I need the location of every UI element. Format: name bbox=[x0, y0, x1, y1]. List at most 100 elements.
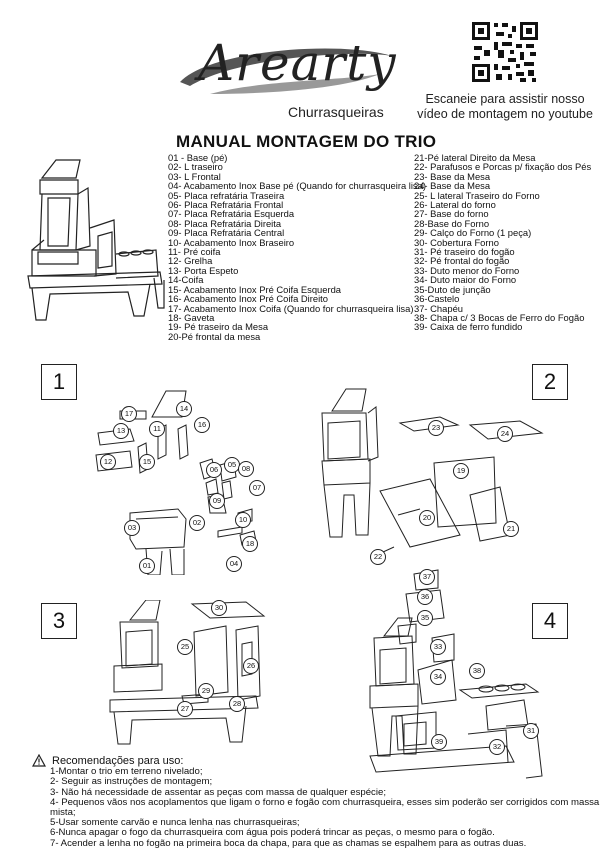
part-item: 21-Pé lateral Direito da Mesa bbox=[414, 152, 536, 163]
part-item: 32- Pé frontal do fogão bbox=[414, 255, 510, 267]
part-item: 30- Cobertura Forno bbox=[414, 236, 499, 248]
part-callout: 02 bbox=[189, 515, 205, 531]
qr-caption-line-2: vídeo de montagem no youtube bbox=[417, 107, 593, 121]
part-item: 02- L traseiro bbox=[168, 161, 223, 173]
part-callout: 25 bbox=[177, 639, 193, 655]
part-item: 23- Base da Mesa bbox=[414, 170, 491, 182]
part-item: 15- Acabamento Inox Pré Coifa Esquerda bbox=[168, 283, 342, 295]
part-callout: 10 bbox=[235, 512, 251, 528]
part-item: 16- Acabamento Inox Pré Coifa Direito bbox=[168, 293, 328, 305]
part-item: 39- Caixa de ferro fundido bbox=[414, 321, 523, 333]
step-3-box: 3 bbox=[41, 603, 77, 639]
part-item: 17- Acabamento Inox Coifa (Quando for ch… bbox=[168, 302, 414, 314]
part-item: 26- Lateral do forno bbox=[414, 199, 496, 211]
part-item: 20-Pé frontal da mesa bbox=[168, 330, 261, 342]
part-callout: 24 bbox=[497, 426, 513, 442]
part-callout: 30 bbox=[211, 600, 227, 616]
part-callout: 33 bbox=[430, 639, 446, 655]
part-callout: 20 bbox=[419, 510, 435, 526]
brand-name: Arearty bbox=[198, 34, 397, 92]
part-item: 28-Base do Forno bbox=[414, 217, 490, 229]
part-item: 11- Pré coifa bbox=[168, 246, 221, 258]
part-callout: 04 bbox=[226, 556, 242, 572]
brand-subtitle: Churrasqueiras bbox=[288, 104, 384, 120]
part-callout: 38 bbox=[469, 663, 485, 679]
part-callout: 03 bbox=[124, 520, 140, 536]
part-callout: 19 bbox=[453, 463, 469, 479]
part-callout: 34 bbox=[430, 669, 446, 685]
part-callout: 27 bbox=[177, 701, 193, 717]
part-item: 35-Duto de junção bbox=[414, 283, 491, 295]
part-item: 10- Acabamento Inox Braseiro bbox=[168, 236, 295, 248]
part-item: 04- Acabamento Inox Base pé (Quando for … bbox=[168, 180, 426, 192]
qr-caption: Escaneie para assistir nosso vídeo de mo… bbox=[417, 92, 593, 122]
qr-caption-line-1: Escaneie para assistir nosso bbox=[425, 92, 585, 106]
part-callout: 23 bbox=[428, 420, 444, 436]
part-item: 01 - Base (pé) bbox=[168, 152, 228, 163]
part-callout: 35 bbox=[417, 610, 433, 626]
recommendation-item: 3- Não há necessidade de assentar as peç… bbox=[50, 786, 386, 798]
step-2-box: 2 bbox=[532, 364, 568, 400]
part-item: 07- Placa Refratária Esquerda bbox=[168, 208, 295, 220]
part-item: 18- Gaveta bbox=[168, 311, 215, 323]
part-callout: 32 bbox=[489, 739, 505, 755]
part-callout: 17 bbox=[121, 406, 137, 422]
part-callout: 22 bbox=[370, 549, 386, 565]
brand-logo: Arearty Churrasqueiras bbox=[170, 20, 400, 120]
part-item: 12- Grelha bbox=[168, 255, 213, 267]
part-callout: 08 bbox=[238, 461, 254, 477]
recommendation-item: 7- Acender a lenha no fogão na primeira … bbox=[50, 837, 527, 849]
part-callout: 06 bbox=[206, 462, 222, 478]
step-2-drawing bbox=[321, 388, 544, 558]
part-item: 06- Placa Refratária Frontal bbox=[168, 199, 284, 211]
part-item: 05- Placa refratária Traseira bbox=[168, 189, 285, 201]
part-callout: 39 bbox=[431, 734, 447, 750]
part-callout: 13 bbox=[113, 423, 129, 439]
part-callout: 01 bbox=[139, 558, 155, 574]
part-item: 14-Coifa bbox=[168, 274, 204, 286]
part-item: 34- Duto maior do Forno bbox=[414, 274, 517, 286]
part-callout: 07 bbox=[249, 480, 265, 496]
part-callout: 15 bbox=[139, 454, 155, 470]
part-item: 37- Chapéu bbox=[414, 302, 463, 314]
part-callout: 11 bbox=[149, 421, 165, 437]
part-callout: 21 bbox=[503, 521, 519, 537]
step-3-drawing bbox=[109, 600, 266, 745]
warning-icon bbox=[32, 754, 46, 767]
part-item: 22- Parafusos e Porcas p/ fixação dos Pé… bbox=[414, 161, 592, 173]
part-item: 03- L Frontal bbox=[168, 170, 221, 182]
part-callout: 37 bbox=[419, 569, 435, 585]
part-item: 38- Chapa c/ 3 Bocas de Ferro do Fogão bbox=[414, 311, 585, 323]
assembled-trio-drawing bbox=[27, 159, 165, 321]
recommendations: Recomendações para uso: 1-Montar o trio … bbox=[32, 754, 600, 849]
part-callout: 14 bbox=[176, 401, 192, 417]
part-item: 25- L lateral Traseiro do Forno bbox=[414, 189, 540, 201]
qr-code[interactable] bbox=[470, 20, 540, 84]
recommendation-item: 2- Seguir as instruções de montagem; bbox=[50, 776, 213, 788]
part-item: 33- Duto menor do Forno bbox=[414, 264, 520, 276]
part-item: 31- Pé traseiro do fogão bbox=[414, 246, 515, 258]
part-callout: 18 bbox=[242, 536, 258, 552]
part-callout: 12 bbox=[100, 454, 116, 470]
recommendations-title: Recomendações para uso: bbox=[52, 755, 184, 767]
part-callout: 05 bbox=[224, 457, 240, 473]
part-callout: 29 bbox=[198, 683, 214, 699]
part-item: 13- Porta Espeto bbox=[168, 264, 239, 276]
recommendation-item: 1-Montar o trio em terreno nivelado; bbox=[50, 766, 203, 778]
step-4-box: 4 bbox=[532, 603, 568, 639]
part-item: 09- Placa Refratária Central bbox=[168, 227, 285, 239]
step-4-drawing bbox=[369, 569, 543, 779]
part-item: 24- Base da Mesa bbox=[414, 180, 491, 192]
part-callout: 16 bbox=[194, 417, 210, 433]
part-callout: 28 bbox=[229, 696, 245, 712]
part-callout: 09 bbox=[209, 493, 225, 509]
page-title: MANUAL MONTAGEM DO TRIO bbox=[176, 132, 437, 151]
part-item: 36-Castelo bbox=[414, 293, 460, 305]
logo-swoosh bbox=[180, 48, 392, 94]
step-1-box: 1 bbox=[41, 364, 77, 400]
part-callout: 31 bbox=[523, 723, 539, 739]
part-item: 27- Base do forno bbox=[414, 208, 489, 220]
part-callout: 36 bbox=[417, 589, 433, 605]
